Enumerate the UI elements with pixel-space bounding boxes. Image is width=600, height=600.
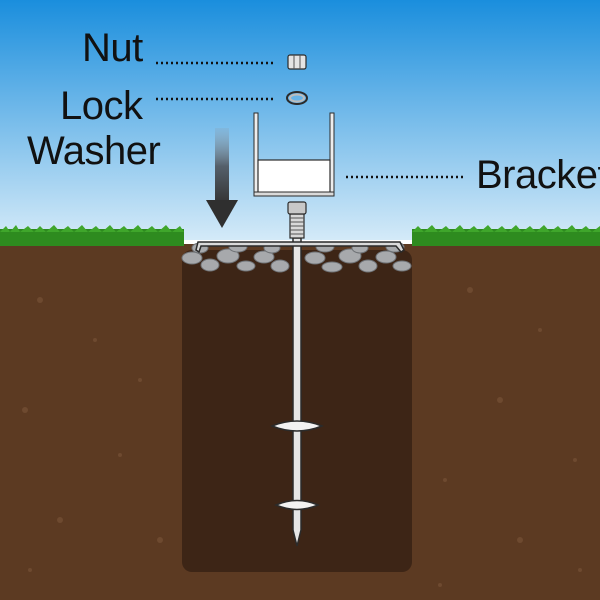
down-arrow-icon	[206, 128, 238, 228]
lock-washer-icon	[286, 91, 308, 105]
grass-left	[0, 229, 184, 246]
label-lock: Lock	[60, 84, 143, 128]
bracket-icon	[253, 112, 335, 197]
soil-specks	[22, 287, 582, 587]
label-washer: Washer	[27, 129, 161, 173]
sky	[0, 0, 600, 240]
hex-nut-icon	[287, 54, 307, 70]
leader-lines	[156, 61, 466, 179]
label-bracket: Bracket	[476, 153, 600, 197]
grass-right	[412, 229, 600, 246]
threaded-stud	[287, 201, 307, 239]
label-nut: Nut	[82, 26, 143, 70]
base-plate	[195, 241, 405, 254]
